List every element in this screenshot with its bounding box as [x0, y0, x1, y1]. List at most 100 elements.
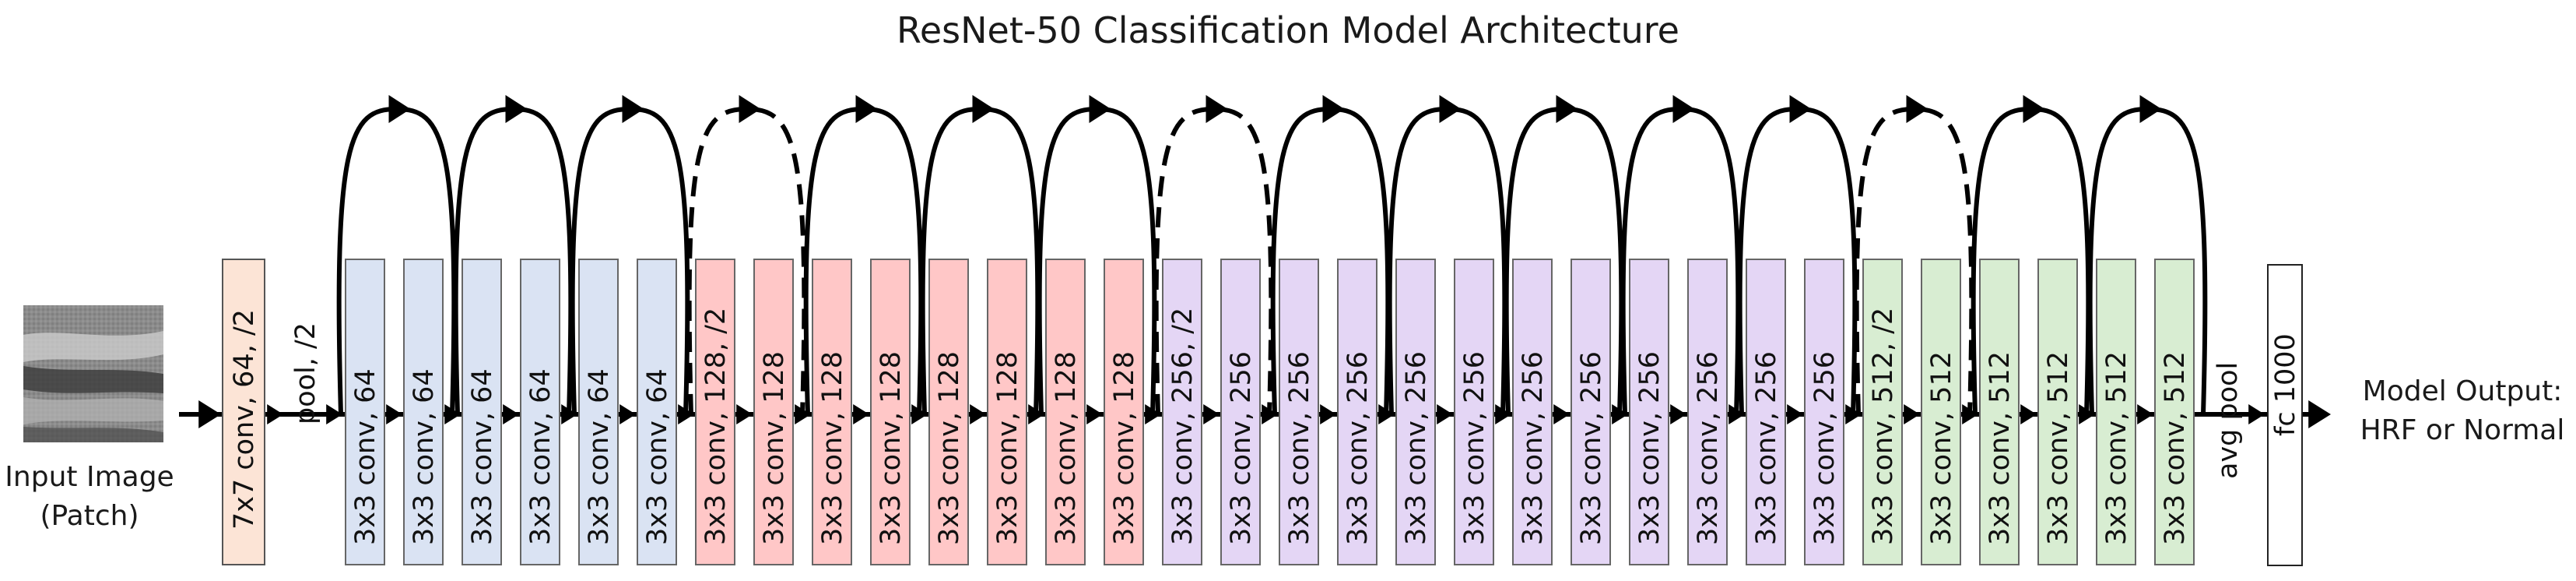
conv-layer-label: 3x3 conv, 256 — [1634, 351, 1665, 545]
conv-layer-label: 3x3 conv, 512 — [1985, 351, 2016, 545]
conv-layer-block: 3x3 conv, 256 — [1395, 259, 1436, 565]
conv-layer-label: 3x3 conv, 512 — [2160, 351, 2191, 545]
flow-arrowhead — [198, 400, 221, 428]
conv-layer-block: 3x3 conv, 512 — [2154, 259, 2195, 565]
skip-arrowhead — [2139, 95, 2162, 123]
conv-layer-rect — [870, 259, 911, 565]
fc-label: fc 1000 — [2270, 333, 2301, 436]
skip-arrowhead — [1089, 95, 1111, 123]
conv-layer-label: 3x3 conv, 256 — [1751, 351, 1782, 545]
conv-layer-label: 3x3 conv, 256 — [1809, 351, 1841, 545]
conv-layer-rect — [1395, 259, 1436, 565]
output-caption-line2: HRF or Normal — [2360, 414, 2565, 446]
conv-layer-label: 3x3 conv, 128 — [1051, 351, 1082, 545]
conv-layer-rect — [1921, 259, 1961, 565]
flow-arrowhead — [2137, 404, 2153, 424]
conv-layer-block: 3x3 conv, 256 — [1337, 259, 1377, 565]
conv-layer-block: 3x3 conv, 128 — [753, 259, 794, 565]
flow-arrowhead — [503, 404, 519, 424]
conv-layer-block: 3x3 conv, 512 — [2096, 259, 2136, 565]
conv-layer-label: 3x3 conv, 64 — [584, 368, 615, 545]
conv-layer-block: 3x3 conv, 64 — [578, 259, 619, 565]
skip-connection-arc — [686, 106, 807, 415]
layer-boxes: 7x7 conv, 64, /2 pool, /2 avg pool fc 10… — [222, 259, 2303, 566]
stem-conv-label: 7x7 conv, 64, /2 — [229, 309, 260, 530]
conv-layer-rect — [1862, 259, 1903, 565]
conv-layer-rect — [2096, 259, 2136, 565]
conv-layer-label: 3x3 conv, 64 — [409, 368, 440, 545]
conv-layer-rect — [1045, 259, 1086, 565]
skip-arrowhead — [2023, 95, 2045, 123]
conv-layer-rect — [578, 259, 619, 565]
conv-layer-rect — [1512, 259, 1553, 565]
conv-layer-label: 3x3 conv, 128 — [992, 351, 1023, 545]
conv-layer-block: 3x3 conv, 128 — [928, 259, 969, 565]
skip-arrowhead — [1906, 95, 1928, 123]
conv-layer-block: 3x3 conv, 512 — [1921, 259, 1961, 565]
pool-label: pool, /2 — [290, 322, 321, 424]
conv-layer-label: 3x3 conv, 128 — [876, 351, 907, 545]
input-caption: Input Image (Patch) — [0, 458, 179, 536]
conv-layer-label: 3x3 conv, 512 — [2101, 351, 2132, 545]
conv-layer-label: 3x3 conv, 128 — [934, 351, 965, 545]
flow-arrowhead — [1904, 404, 1920, 424]
conv-layer-rect — [1337, 259, 1377, 565]
conv-layer-rect — [1571, 259, 1611, 565]
conv-layer-label: 3x3 conv, 256 — [1693, 351, 1724, 545]
flow-arrowhead — [970, 404, 986, 424]
conv-layer-block: 3x3 conv, 64 — [520, 259, 560, 565]
conv-layer-block: 3x3 conv, 256 — [1279, 259, 1319, 565]
conv-layer-rect — [2037, 259, 2078, 565]
conv-layer-block: 3x3 conv, 256, /2 — [1162, 259, 1202, 565]
skip-arrowhead — [505, 95, 528, 123]
flow-arrowhead — [736, 404, 753, 424]
conv-layer-rect — [1454, 259, 1494, 565]
conv-layer-label: 3x3 conv, 128, /2 — [700, 308, 732, 545]
conv-layer-block: 3x3 conv, 128, /2 — [695, 259, 735, 565]
flow-arrowhead — [386, 404, 402, 424]
conv-layer-label: 3x3 conv, 256 — [1342, 351, 1374, 545]
conv-layer-block: 3x3 conv, 256 — [1454, 259, 1494, 565]
conv-layer-rect — [1279, 259, 1319, 565]
conv-layer-block: 3x3 conv, 512 — [1979, 259, 2020, 565]
stem-conv-block: 7x7 conv, 64, /2 — [222, 259, 265, 565]
flow-arrowhead — [2020, 404, 2037, 424]
conv-layer-rect — [928, 259, 969, 565]
conv-layer-label: 3x3 conv, 128 — [759, 351, 790, 545]
conv-layer-label: 3x3 conv, 128 — [1109, 351, 1140, 545]
input-image — [23, 305, 163, 442]
conv-layer-rect — [1220, 259, 1261, 565]
conv-layer-rect — [1687, 259, 1728, 565]
input-caption-line1: Input Image — [5, 461, 174, 493]
conv-layer-block: 3x3 conv, 256 — [1512, 259, 1553, 565]
conv-layer-block: 3x3 conv, 64 — [403, 259, 444, 565]
flow-arrowhead — [1787, 404, 1803, 424]
conv-layer-rect — [987, 259, 1027, 565]
conv-layer-rect — [403, 259, 444, 565]
conv-layer-rect — [695, 259, 735, 565]
conv-layer-label: 3x3 conv, 512, /2 — [1868, 308, 1899, 545]
conv-layer-block: 3x3 conv, 64 — [462, 259, 502, 565]
flow-arrowhead — [1086, 404, 1103, 424]
conv-layer-label: 3x3 conv, 256 — [1226, 351, 1257, 545]
output-caption-line1: Model Output: — [2362, 375, 2563, 407]
flow-arrowhead — [1320, 404, 1336, 424]
conv-layer-label: 3x3 conv, 256 — [1459, 351, 1490, 545]
conv-layer-block: 3x3 conv, 512, /2 — [1862, 259, 1903, 565]
flow-arrowhead — [853, 404, 869, 424]
conv-layer-block: 3x3 conv, 128 — [1104, 259, 1144, 565]
conv-layer-label: 3x3 conv, 256, /2 — [1167, 308, 1199, 545]
flow-arrowhead — [326, 404, 342, 424]
skip-connection-arc — [1854, 106, 1974, 415]
conv-layer-label: 3x3 conv, 256 — [1518, 351, 1549, 545]
conv-layer-label: 3x3 conv, 512 — [1926, 351, 1957, 545]
conv-layer-block: 3x3 conv, 64 — [637, 259, 677, 565]
conv-layer-block: 3x3 conv, 256 — [1804, 259, 1844, 565]
conv-layer-label: 3x3 conv, 64 — [642, 368, 673, 545]
diagram-title: ResNet-50 Classification Model Architect… — [896, 9, 1679, 51]
conv-layer-rect — [1104, 259, 1144, 565]
conv-layer-block: 3x3 conv, 256 — [1220, 259, 1261, 565]
conv-layer-rect — [812, 259, 852, 565]
conv-layer-rect — [1746, 259, 1786, 565]
